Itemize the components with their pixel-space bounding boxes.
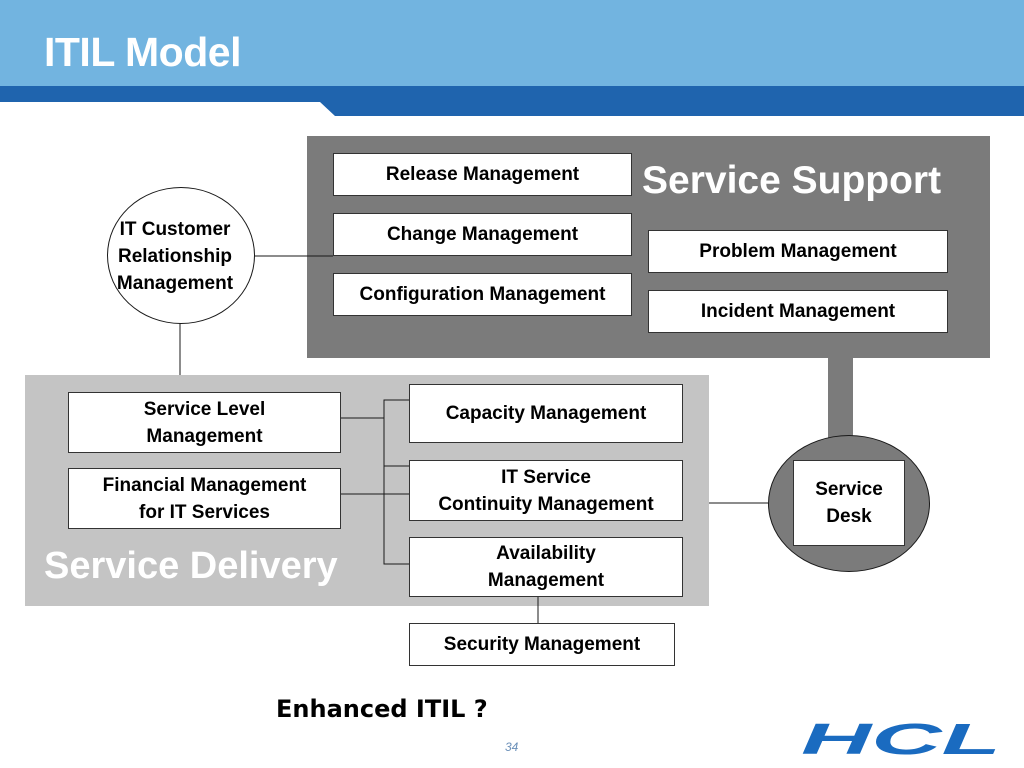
it-service-continuity-management-label: IT Service Continuity Management: [438, 466, 654, 515]
it-customer-relationship-circle: [107, 187, 255, 324]
problem-management-box: Problem Management: [648, 230, 948, 273]
problem-management-label: Problem Management: [699, 241, 897, 262]
availability-management-box: Availability Management: [409, 537, 683, 597]
hcl-logo-text: HCL: [801, 720, 1001, 756]
page-number: 34: [505, 740, 519, 754]
service-desk-box: Service Desk: [793, 460, 905, 546]
hcl-logo: HCL: [801, 720, 1001, 756]
capacity-management-label: Capacity Management: [445, 403, 647, 424]
availability-management-label: Availability Management: [487, 543, 605, 591]
service-support-title: Service Support: [642, 159, 942, 202]
support-to-desk-connector: [828, 356, 853, 440]
configuration-management-box: Configuration Management: [333, 273, 632, 316]
enhanced-itil-question: Enhanced ITIL ?: [276, 695, 488, 723]
configuration-management-label: Configuration Management: [359, 284, 606, 305]
security-management-box: Security Management: [409, 623, 675, 666]
security-management-label: Security Management: [443, 634, 641, 655]
incident-management-box: Incident Management: [648, 290, 948, 333]
financial-management-box: Financial Management for IT Services: [68, 468, 341, 529]
change-management-box: Change Management: [333, 213, 632, 256]
release-management-label: Release Management: [385, 164, 580, 185]
capacity-management-box: Capacity Management: [409, 384, 683, 443]
service-level-management-box: Service Level Management: [68, 392, 341, 453]
service-desk-label: Service Desk: [815, 479, 883, 527]
it-customer-relationship-label: IT Customer Relationship Management: [116, 219, 234, 294]
slide-header: [0, 0, 1024, 86]
service-delivery-title: Service Delivery: [44, 545, 338, 587]
service-level-management-label: Service Level Management: [143, 398, 266, 447]
slide-title: ITIL Model: [44, 29, 241, 75]
incident-management-label: Incident Management: [700, 301, 896, 322]
financial-management-label: Financial Management for IT Services: [102, 474, 307, 523]
header-band: [0, 86, 1024, 116]
change-management-label: Change Management: [386, 224, 579, 245]
it-service-continuity-management-box: IT Service Continuity Management: [409, 460, 683, 521]
release-management-box: Release Management: [333, 153, 632, 196]
